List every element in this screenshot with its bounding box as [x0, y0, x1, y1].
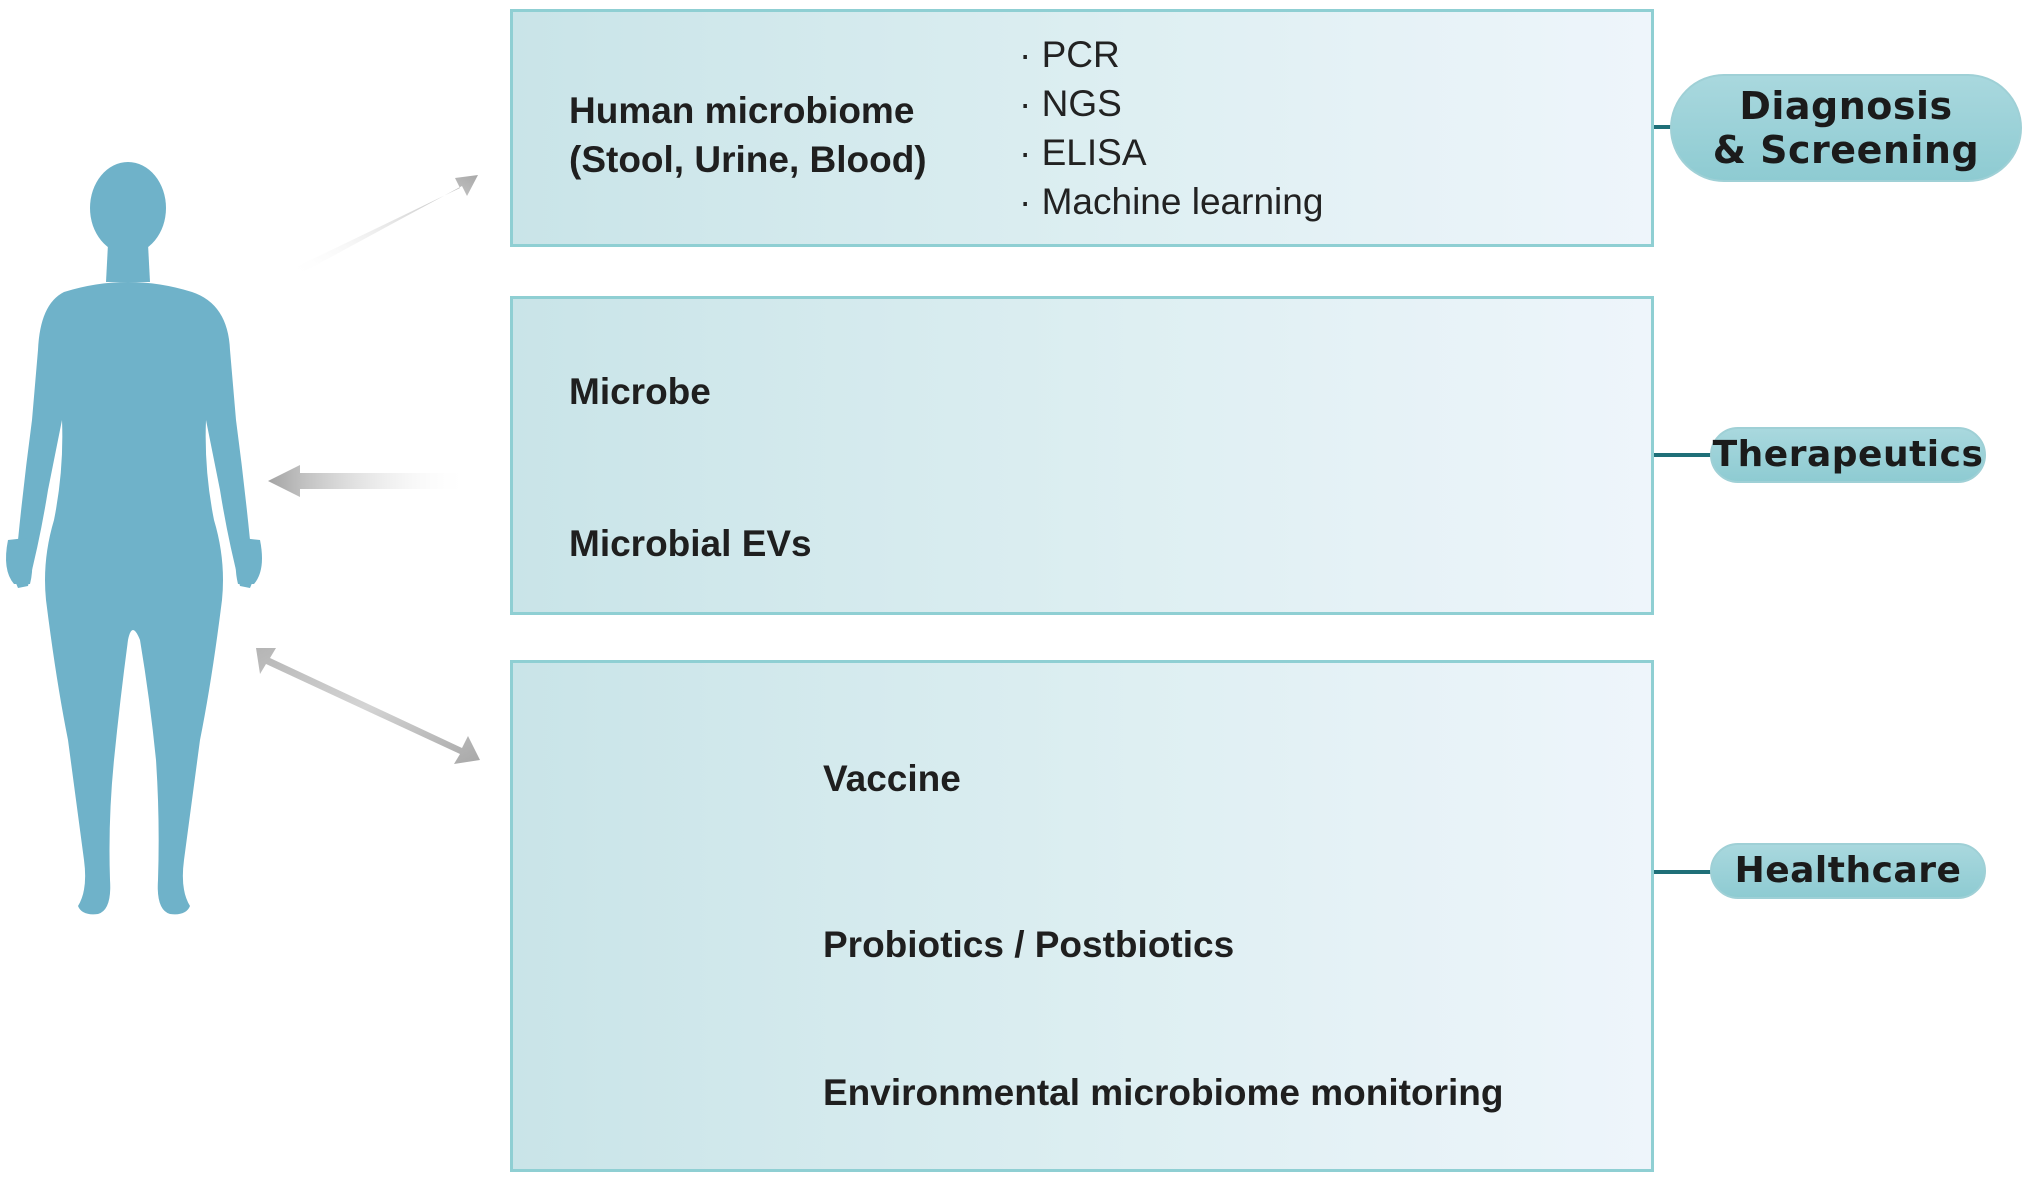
- method-bullet: · Machine learning: [1019, 181, 1324, 222]
- environmental-monitoring-label: Environmental microbiome monitoring: [823, 1072, 1504, 1113]
- microbial-evs-label: Microbial EVs: [569, 523, 812, 564]
- healthcare-panel: Vaccine Probiotics / Postbiotics Environ…: [510, 660, 1654, 1172]
- human-silhouette-icon: [6, 162, 262, 915]
- method-elisa: ELISA: [1041, 132, 1147, 173]
- arrow-therapeutics-to-body: [268, 465, 470, 497]
- arrow-bidirectional-healthcare: [256, 648, 480, 764]
- method-bullet: · PCR: [1019, 34, 1120, 75]
- method-pcr: PCR: [1041, 34, 1120, 75]
- probiotics-label: Probiotics / Postbiotics: [823, 924, 1235, 965]
- microbiome-heading-line1: Human microbiome: [569, 90, 915, 131]
- therapeutics-pill: Therapeutics: [1710, 427, 1986, 483]
- vaccine-label: Vaccine: [823, 758, 961, 799]
- diagnosis-pill-line1: Diagnosis: [1739, 84, 1953, 128]
- therapeutics-panel: Microbe Microbial EVs: [510, 296, 1654, 615]
- arrow-body-to-diagnosis: [290, 175, 478, 276]
- microbe-label: Microbe: [569, 371, 711, 412]
- diagnosis-panel: Human microbiome (Stool, Urine, Blood) ·…: [510, 9, 1654, 247]
- microbiome-heading-line2: (Stool, Urine, Blood): [569, 139, 927, 180]
- method-ngs: NGS: [1041, 83, 1122, 124]
- diagnosis-screening-pill: Diagnosis & Screening: [1670, 74, 2022, 182]
- method-machine-learning: Machine learning: [1041, 181, 1324, 222]
- healthcare-pill: Healthcare: [1710, 843, 1986, 899]
- method-bullet: · NGS: [1019, 83, 1122, 124]
- method-bullet: · ELISA: [1019, 132, 1147, 173]
- diagnosis-pill-line2: & Screening: [1712, 128, 1980, 172]
